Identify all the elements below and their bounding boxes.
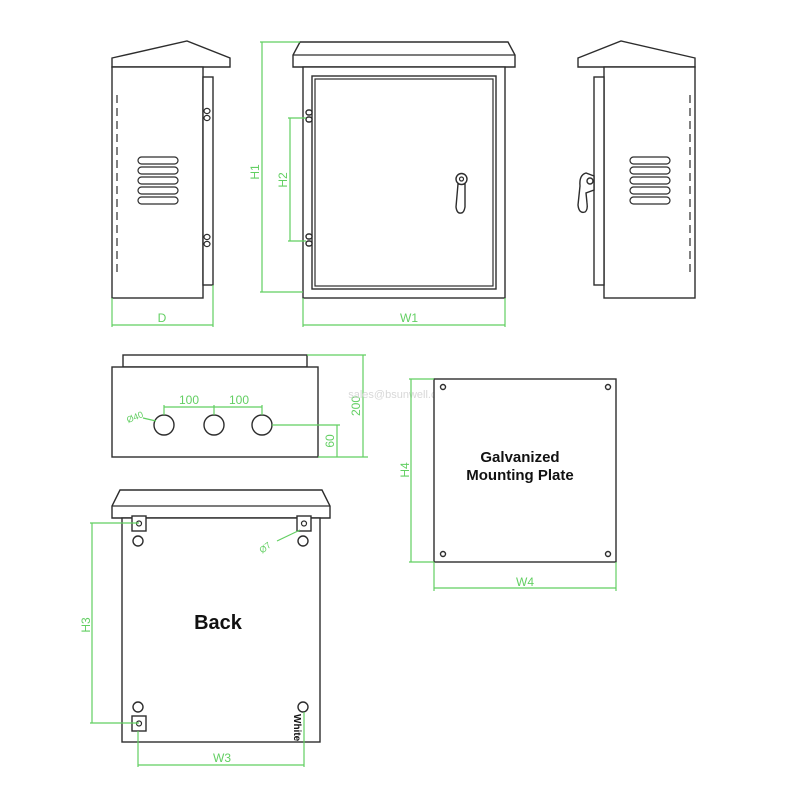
door-inner-edge <box>314 78 494 287</box>
plate-mounting-hole <box>439 550 447 558</box>
roof-strip <box>122 354 308 368</box>
width-label: W1 <box>400 311 418 325</box>
roof <box>111 489 331 519</box>
right-side-view <box>577 40 696 299</box>
plate-width-dimension-w4: W4 <box>433 562 617 591</box>
hinge-top <box>305 109 313 123</box>
watermark: sales@bsunwell.com <box>348 389 452 401</box>
back-hole <box>132 701 144 713</box>
hole-height-dimension: 60 <box>272 424 368 458</box>
louver-slot <box>137 176 179 185</box>
door-handle-icon <box>577 172 595 214</box>
hinge-bottom <box>305 233 313 247</box>
bottom-plate <box>111 366 319 458</box>
door-panel <box>311 75 497 290</box>
louver-slot <box>629 166 671 175</box>
front-view: H1 H2 W1 <box>248 41 516 327</box>
back-width-dimension-w3: W3 <box>137 712 305 767</box>
plate-title-line2: Mounting Plate <box>466 467 574 484</box>
door-handle-icon <box>455 172 468 214</box>
plate-title-line1: Galvanized <box>480 449 559 466</box>
color-note: White <box>291 714 302 742</box>
plate-height-dimension-h4: H4 <box>398 378 434 563</box>
width-dimension-w1: W1 <box>302 298 506 327</box>
door-edge <box>593 76 605 286</box>
back-hole <box>132 535 144 547</box>
back-hole <box>297 701 309 713</box>
plate-mounting-hole <box>604 383 612 391</box>
louver-slot <box>629 186 671 195</box>
cable-entry-hole <box>251 414 273 436</box>
depth-label: D <box>158 311 167 325</box>
roof <box>111 40 231 68</box>
cable-entry-hole <box>203 414 225 436</box>
louver-slot <box>629 176 671 185</box>
hole-height-label: 60 <box>323 434 337 448</box>
louver-slot <box>629 156 671 165</box>
depth-label: 200 <box>349 396 363 416</box>
hole-spacing-dimension: 100 100 <box>163 393 263 415</box>
hinge-spacing-label: H2 <box>276 172 290 188</box>
hinge-top <box>203 107 211 122</box>
cabinet-body <box>603 66 696 299</box>
height-dimension-h1: H1 <box>248 41 303 293</box>
cable-entry-hole <box>153 414 175 436</box>
louver-slot <box>629 196 671 205</box>
roof <box>577 40 696 68</box>
hinge-spacing-dimension-h2: H2 <box>276 117 306 242</box>
hole-spacing-right-label: 100 <box>229 393 249 407</box>
depth-dimension: D <box>111 285 214 327</box>
louver-slot <box>137 166 179 175</box>
back-view: Back White Ø7 H3 W3 <box>79 489 331 767</box>
left-side-view: D <box>111 40 231 327</box>
height-label: H1 <box>248 164 262 180</box>
plate-width-label: W4 <box>516 575 534 589</box>
cabinet-body <box>111 66 204 299</box>
back-title: Back <box>194 612 243 634</box>
louver-slot <box>137 196 179 205</box>
depth-dimension-200: 200 <box>307 354 366 457</box>
bottom-view: 100 100 Ø40 60 200 <box>111 354 368 458</box>
back-hole <box>297 535 309 547</box>
plate-mounting-hole <box>439 383 447 391</box>
plate-outline <box>433 378 617 563</box>
mounting-ear-top-right <box>296 515 312 532</box>
door-edge <box>202 76 214 286</box>
hole-spacing-left-label: 100 <box>179 393 199 407</box>
louver-vents <box>137 156 179 205</box>
louver-slot <box>137 156 179 165</box>
louver-vents <box>629 156 671 205</box>
back-panel <box>121 517 321 743</box>
mounting-plate: Galvanized Mounting Plate H4 W4 <box>398 378 617 591</box>
hinge-bottom <box>203 233 211 248</box>
back-height-label: H3 <box>79 617 93 633</box>
plate-height-label: H4 <box>398 462 412 478</box>
louver-slot <box>137 186 179 195</box>
back-height-dimension-h3: H3 <box>79 522 139 724</box>
plate-mounting-hole <box>604 550 612 558</box>
back-width-label: W3 <box>213 751 231 765</box>
